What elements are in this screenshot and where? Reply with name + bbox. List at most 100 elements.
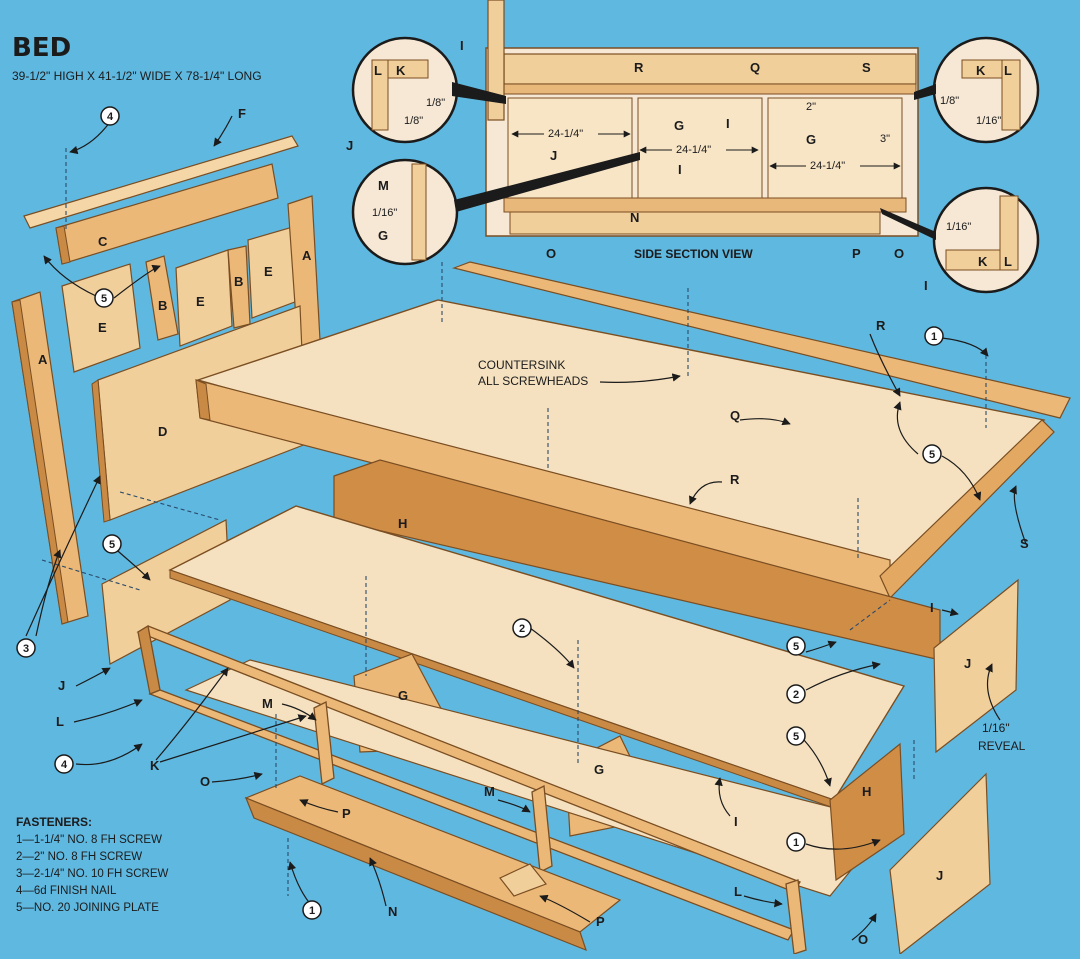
fastener-callout-5: 3 <box>16 638 36 658</box>
part-label-i2: I <box>734 814 738 829</box>
fastener-callout-7: 5 <box>786 636 806 656</box>
fastener-callout-14: 1 <box>302 900 322 920</box>
dtl-tl-i: I <box>460 38 464 53</box>
sec-lbl-i1: I <box>726 116 730 131</box>
part-label-f: F <box>238 106 246 121</box>
part-label-a1: A <box>38 352 48 367</box>
fastener-item-5: 5—NO. 20 JOINING PLATE <box>16 902 159 914</box>
dim-text-4: 2" <box>806 101 816 113</box>
dtl-tr-k: K <box>976 63 986 78</box>
countersink-line-1: COUNTERSINK <box>478 358 565 372</box>
dim-text-5: 3" <box>880 133 890 145</box>
fastener-callout-4: 5 <box>922 444 942 464</box>
fastener-callout-2: 5 <box>94 288 114 308</box>
part-label-m1: M <box>262 696 273 711</box>
dtl-tl-l: L <box>374 63 382 78</box>
svg-text:5: 5 <box>109 539 115 551</box>
part-label-j2: J <box>964 656 971 671</box>
fastener-callout-1: 4 <box>100 106 120 126</box>
svg-text:1: 1 <box>793 837 799 849</box>
dtl-tr-l: L <box>1004 63 1012 78</box>
section-title: SIDE SECTION VIEW <box>634 247 753 261</box>
part-labels: F C A A B B E E E D Q R R S H H I I J J … <box>38 106 1029 947</box>
dtl-ml-g: G <box>378 228 388 243</box>
part-label-i1: I <box>930 600 934 615</box>
section-platform <box>503 83 917 95</box>
fastener-callout-8: 2 <box>512 618 532 638</box>
dtl-br-i: I <box>924 278 928 293</box>
part-label-q: Q <box>730 408 740 423</box>
svg-text:5: 5 <box>929 449 935 461</box>
part-label-d: D <box>158 424 167 439</box>
sec-lbl-o1: O <box>546 246 556 261</box>
dtl-br-l: L <box>1004 254 1012 269</box>
sec-lbl-g1: G <box>674 118 684 133</box>
part-label-k: K <box>150 758 160 773</box>
sec-lbl-q: Q <box>750 60 760 75</box>
part-label-e1: E <box>98 320 107 335</box>
fastener-item-3: 3—2-1/4" NO. 10 FH SCREW <box>16 868 168 880</box>
diagram-title: BED <box>12 33 71 63</box>
detail-bottom-right: K L I 1/16" <box>880 186 1040 294</box>
dim-text-2: 24-1/4" <box>676 144 711 156</box>
part-label-c: C <box>98 234 108 249</box>
sec-lbl-i2: I <box>678 162 682 177</box>
dim-text-3: 24-1/4" <box>810 160 845 172</box>
fastener-callout-9: 4 <box>54 754 74 774</box>
svg-text:2: 2 <box>793 689 799 701</box>
dtl-ml-d1: 1/16" <box>372 207 397 219</box>
part-label-o1: O <box>200 774 210 789</box>
part-label-o2: O <box>858 932 868 947</box>
dtl-br-k: K <box>978 254 988 269</box>
fasteners-heading: FASTENERS: <box>16 815 92 829</box>
dtl-tl-j: J <box>346 138 353 153</box>
svg-text:1: 1 <box>931 331 937 343</box>
reveal-line-1: 1/16" <box>982 721 1010 735</box>
reveal-line-2: REVEAL <box>978 739 1026 753</box>
countersink-line-2: ALL SCREWHEADS <box>478 374 588 388</box>
part-label-g2: G <box>594 762 604 777</box>
dtl-tr-d2: 1/16" <box>976 115 1001 127</box>
diagram-subtitle: 39-1/2" HIGH X 41-1/2" WIDE X 78-1/4" LO… <box>12 69 262 83</box>
svg-text:3: 3 <box>23 643 29 655</box>
svg-text:5: 5 <box>101 293 107 305</box>
leader-arrows <box>25 115 1027 941</box>
dtl-ml-m: M <box>378 178 389 193</box>
fastener-callout-13: 1 <box>786 832 806 852</box>
sec-lbl-o2: O <box>894 246 904 261</box>
fastener-callout-10: 2 <box>786 684 806 704</box>
svg-text:4: 4 <box>61 759 68 771</box>
dtl-tl-d2: 1/8" <box>404 115 423 127</box>
dtl-tl-d1: 1/8" <box>426 97 445 109</box>
section-plinth <box>509 211 881 235</box>
svg-text:4: 4 <box>107 111 114 123</box>
part-label-m2: M <box>484 784 495 799</box>
svg-text:1: 1 <box>309 905 315 917</box>
fastener-callout-11: 5 <box>786 726 806 746</box>
part-label-b2: B <box>234 274 243 289</box>
sec-lbl-s: S <box>862 60 871 75</box>
part-label-p2: P <box>596 914 605 929</box>
part-label-r1: R <box>876 318 886 333</box>
dim-bg-3 <box>806 158 860 172</box>
fastener-item-1: 1—1-1/4" NO. 8 FH SCREW <box>16 834 162 846</box>
side-section-view: 24-1/4" 24-1/4" 24-1/4" 2" 3" R Q S G I … <box>485 0 919 261</box>
sec-lbl-n: N <box>630 210 639 225</box>
dim-text-1: 24-1/4" <box>548 128 583 140</box>
svg-text:2: 2 <box>519 623 525 635</box>
dtl-tl-k: K <box>396 63 406 78</box>
fastener-item-2: 2—2" NO. 8 FH SCREW <box>16 851 142 863</box>
part-label-e2: E <box>196 294 205 309</box>
detail-top-right: K L 1/8" 1/16" <box>914 36 1040 144</box>
fasteners-legend: FASTENERS: 1—1-1/4" NO. 8 FH SCREW 2—2" … <box>16 815 168 914</box>
dtl-tr-d1: 1/8" <box>940 95 959 107</box>
part-label-e3: E <box>264 264 273 279</box>
front-frame <box>136 624 807 955</box>
sec-lbl-g2: G <box>806 132 816 147</box>
section-rail-top <box>503 53 917 85</box>
dim-bg-2 <box>672 142 726 156</box>
part-label-h2: H <box>862 784 871 799</box>
cabinet-box <box>101 459 1019 956</box>
